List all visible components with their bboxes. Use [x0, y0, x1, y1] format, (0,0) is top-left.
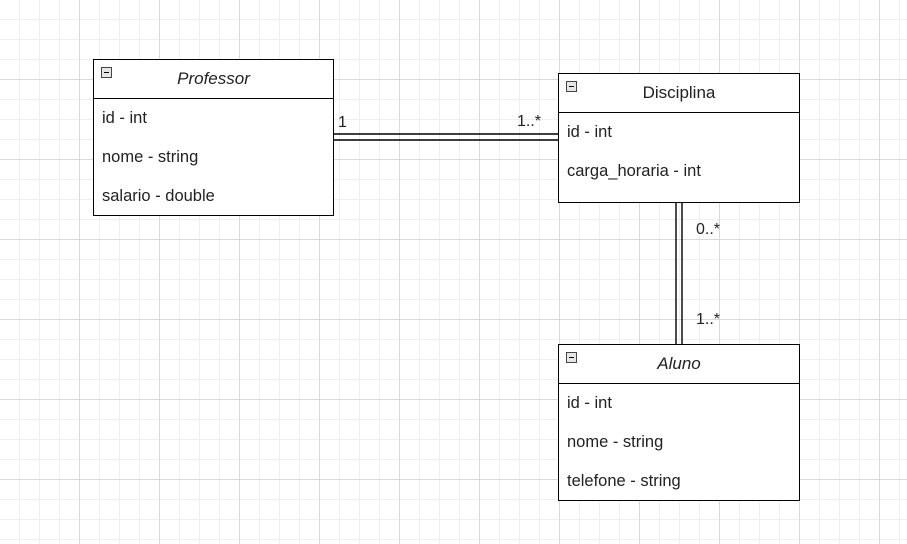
class-disciplina-header[interactable]: Disciplina: [559, 74, 799, 113]
class-aluno-attributes: id - int nome - string telefone - string: [559, 384, 799, 501]
class-professor-name: Professor: [177, 69, 250, 88]
class-disciplina-attributes: id - int carga_horaria - int: [559, 113, 799, 191]
attribute-id[interactable]: id - int: [567, 123, 612, 141]
collapse-icon[interactable]: [566, 352, 577, 363]
multiplicity-disciplina-end: 1..*: [517, 113, 542, 130]
class-aluno-name: Aluno: [657, 354, 701, 373]
class-disciplina[interactable]: Disciplina id - int carga_horaria - int: [558, 73, 800, 203]
attribute-telefone[interactable]: telefone - string: [567, 472, 681, 490]
attribute-nome[interactable]: nome - string: [102, 148, 199, 166]
attribute-id[interactable]: id - int: [567, 394, 612, 412]
class-aluno[interactable]: Aluno id - int nome - string telefone - …: [558, 344, 800, 501]
class-professor-header[interactable]: Professor: [94, 60, 333, 99]
attribute-salario[interactable]: salario - double: [102, 187, 215, 205]
multiplicity-professor-end: 1: [338, 114, 347, 131]
class-disciplina-name: Disciplina: [642, 83, 716, 102]
multiplicity-disciplina-bottom: 0..*: [696, 221, 721, 238]
attribute-id[interactable]: id - int: [102, 109, 147, 127]
attribute-carga-horaria[interactable]: carga_horaria - int: [567, 162, 701, 180]
attribute-nome[interactable]: nome - string: [567, 433, 664, 451]
class-aluno-header[interactable]: Aluno: [559, 345, 799, 384]
class-professor-attributes: id - int nome - string salario - double: [94, 99, 333, 216]
class-professor[interactable]: Professor id - int nome - string salario…: [93, 59, 334, 216]
collapse-icon[interactable]: [101, 67, 112, 78]
multiplicity-aluno-top: 1..*: [696, 311, 721, 328]
collapse-icon[interactable]: [566, 81, 577, 92]
